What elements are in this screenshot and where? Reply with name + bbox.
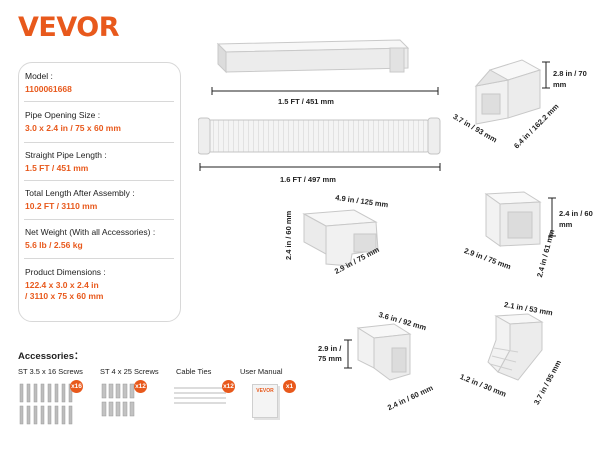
spec-net-weight: Net Weight (With all Accessories) : 5.6 … — [25, 227, 175, 251]
straight-pipe-dimension-line — [211, 87, 439, 95]
spec-value: 1.5 FT / 451 mm — [25, 163, 89, 173]
flex-pipe-length-label: 1.6 FT / 497 mm — [280, 175, 336, 184]
divider — [24, 142, 174, 143]
qty-badge: x16 — [70, 380, 83, 393]
elbow-vertical-height-line — [344, 339, 352, 369]
screws-16-image — [19, 383, 73, 425]
spec-product-dimensions: Product Dimensions : 122.4 x 3.0 x 2.4 i… — [25, 267, 175, 302]
accessory-label-cable-ties: Cable Ties — [176, 367, 212, 376]
accessories-title: Accessories： — [18, 351, 84, 362]
wall-cover-height-line — [542, 61, 550, 89]
elbow-vertical-depth-label: 2.4 in / 60 mm — [386, 383, 435, 413]
spec-value: 122.4 x 3.0 x 2.4 in — [25, 280, 99, 290]
spec-label: Model : — [25, 71, 53, 81]
wall-cover-image — [474, 59, 542, 125]
divider — [24, 180, 174, 181]
elbow-vertical-height-label: 2.9 in / 75 mm — [318, 344, 342, 363]
elbow-90-height-label: 2.4 in / 60 mm — [284, 210, 293, 260]
qty-badge: x12 — [134, 380, 147, 393]
straight-pipe-length-label: 1.5 FT / 451 mm — [278, 97, 334, 106]
divider — [24, 258, 174, 259]
divider — [24, 101, 174, 102]
connector-height-line — [548, 197, 556, 237]
qty-badge: x12 — [222, 380, 235, 393]
accessory-label-user-manual: User Manual — [240, 367, 283, 376]
divider — [24, 219, 174, 220]
spec-model: Model : 1100061668 — [25, 71, 175, 95]
elbow-vertical-image — [356, 323, 412, 381]
manual-logo: VEVOR — [256, 388, 274, 394]
spec-label: Product Dimensions : — [25, 267, 106, 277]
spec-pipe-opening: Pipe Opening Size : 3.0 x 2.4 in / 75 x … — [25, 110, 175, 134]
accessory-label-screws-12: ST 4 x 25 Screws — [100, 367, 159, 376]
spec-value: 10.2 FT / 3110 mm — [25, 201, 98, 211]
spec-label: Total Length After Assembly : — [25, 188, 135, 198]
qty-badge: x1 — [283, 380, 296, 393]
spec-value: / 3110 x 75 x 60 mm — [25, 291, 104, 301]
flex-pipe-image — [198, 117, 441, 155]
spec-value: 5.6 lb / 2.56 kg — [25, 240, 83, 250]
connector-height-label: 2.4 in / 60 mm — [559, 209, 593, 229]
spec-straight-length: Straight Pipe Length : 1.5 FT / 451 mm — [25, 150, 175, 174]
screws-12-image — [101, 383, 135, 417]
spec-value: 3.0 x 2.4 in / 75 x 60 mm — [25, 123, 121, 133]
elbow-90-image — [302, 209, 379, 267]
spec-value: 1100061668 — [25, 84, 72, 94]
cable-ties-image — [174, 387, 226, 404]
connector-image — [484, 191, 542, 247]
accessory-label-screws-16: ST 3.5 x 16 Screws — [18, 367, 83, 376]
end-fitting-image — [487, 313, 544, 381]
user-manual-image: VEVOR — [252, 384, 278, 418]
spec-label: Net Weight (With all Accessories) : — [25, 227, 156, 237]
spec-panel: Model : 1100061668 Pipe Opening Size : 3… — [18, 62, 181, 322]
straight-pipe-image — [216, 39, 410, 74]
wall-cover-height-label: 2.8 in / 70 mm — [553, 69, 587, 89]
spec-label: Straight Pipe Length : — [25, 150, 107, 160]
brand-logo: VEVOR — [18, 12, 120, 43]
flex-pipe-dimension-line — [199, 163, 441, 171]
spec-label: Pipe Opening Size : — [25, 110, 101, 120]
spec-total-length: Total Length After Assembly : 10.2 FT / … — [25, 188, 175, 212]
